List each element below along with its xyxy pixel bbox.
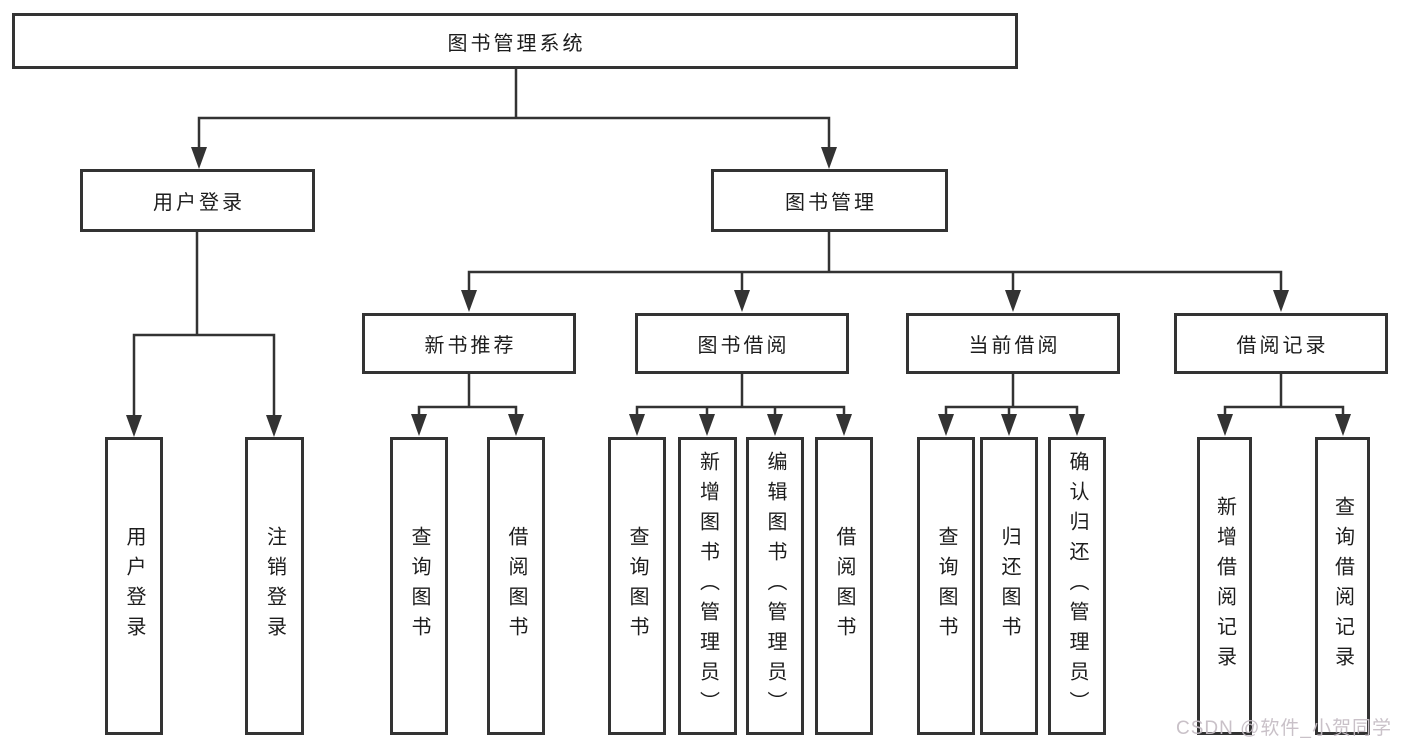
node-label: 借阅记录 [1236,335,1329,357]
node-label: 当前借阅 [968,335,1061,357]
leaf-label: 确认归还（管理员） [1066,451,1088,721]
node-label: 图书管理 [785,192,877,214]
leaf-confirm-return-admin: 确认归还（管理员） [1048,437,1106,735]
leaf-label: 借阅图书 [505,526,527,646]
leaf-return-books: 归还图书 [980,437,1038,735]
leaf-add-books-admin: 新增图书（管理员） [678,437,737,735]
leaf-query-borrow-record: 查询借阅记录 [1315,437,1370,735]
leaf-label: 用户登录 [123,526,145,646]
node-new-book-recommendation: 新书推荐 [362,313,576,374]
node-library-management-system: 图书管理系统 [12,13,1018,69]
node-book-management: 图书管理 [711,169,948,232]
leaf-query-books-current: 查询图书 [917,437,975,735]
leaf-label: 新增图书（管理员） [696,451,719,721]
node-user-login: 用户登录 [80,169,315,232]
leaf-user-login: 用户登录 [105,437,163,735]
leaf-label: 查询图书 [408,526,430,646]
node-borrowing-records: 借阅记录 [1174,313,1388,374]
leaf-label: 查询图书 [626,526,648,646]
leaf-query-books-recommendation: 查询图书 [390,437,448,735]
leaf-label: 查询图书 [935,526,957,646]
node-label: 图书管理系统 [447,32,586,55]
leaf-borrow-books-borrowing: 借阅图书 [815,437,873,735]
leaf-label: 借阅图书 [833,526,855,646]
node-book-borrowing: 图书借阅 [635,313,849,374]
leaf-add-borrow-record: 新增借阅记录 [1197,437,1252,735]
leaf-label: 查询借阅记录 [1331,496,1354,676]
node-label: 图书借阅 [697,335,790,357]
node-current-borrowing: 当前借阅 [906,313,1120,374]
leaf-query-books-borrowing: 查询图书 [608,437,666,735]
csdn-watermark: CSDN @软件_小贺同学 [1176,718,1392,739]
leaf-label: 归还图书 [998,526,1020,646]
leaf-logout: 注销登录 [245,437,304,735]
leaf-label: 编辑图书（管理员） [764,451,786,721]
node-label: 新书推荐 [424,335,517,357]
leaf-label: 新增借阅记录 [1213,496,1236,676]
leaf-label: 注销登录 [263,526,286,646]
leaf-borrow-books-recommendation: 借阅图书 [487,437,545,735]
leaf-edit-books-admin: 编辑图书（管理员） [746,437,804,735]
node-label: 用户登录 [153,192,245,214]
